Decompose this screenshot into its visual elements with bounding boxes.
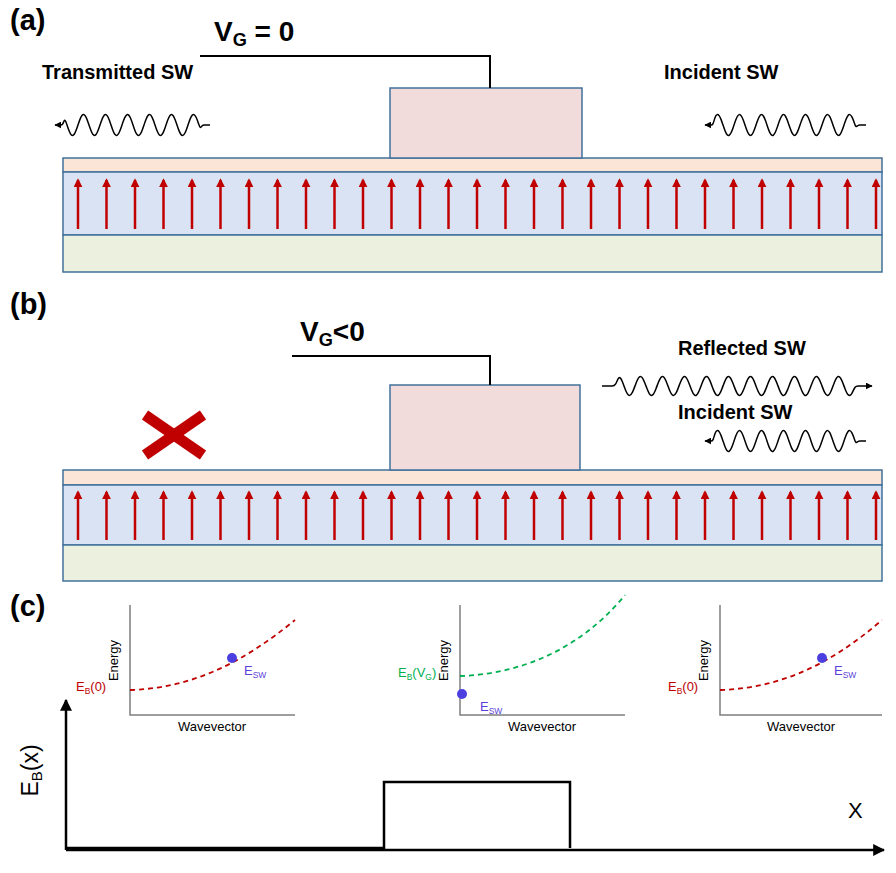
panel-label: (c) [10, 592, 45, 621]
spin-arrow [504, 180, 507, 229]
axis-label: Energy [437, 639, 450, 680]
gate-device-b [63, 356, 882, 581]
spin-arrow [362, 180, 365, 229]
gate-device-a [63, 56, 882, 272]
spin-arrow [761, 492, 764, 540]
spin-arrow [875, 180, 878, 229]
wave-label: Incident SW [664, 62, 778, 82]
spin-arrow [162, 180, 165, 229]
spin-arrow [419, 492, 422, 540]
band-edge-label: EB(0) [76, 680, 106, 693]
spin-arrow [476, 492, 479, 540]
spin-arrow [846, 180, 849, 229]
spin-arrow [732, 180, 735, 229]
spin-arrow [789, 180, 792, 229]
dispersion-plots [130, 595, 882, 715]
spin-wave-arrow [705, 431, 866, 452]
spin-arrow [305, 180, 308, 229]
spin-arrow [105, 180, 108, 229]
spin-arrow [675, 492, 678, 540]
spin-arrow [732, 492, 735, 540]
spin-arrow [590, 180, 593, 229]
spin-arrow [77, 180, 80, 229]
barrier-profile [66, 700, 884, 850]
spin-arrow [818, 180, 821, 229]
spin-arrow [305, 492, 308, 540]
spin-arrow [134, 492, 137, 540]
spin-wave-energy: ESW [834, 664, 856, 677]
band-edge-label: EB(0) [668, 680, 698, 693]
spin-arrow [390, 180, 393, 229]
spin-arrow [447, 180, 450, 229]
spin-arrow [276, 180, 279, 229]
spin-wave-arrow [705, 115, 866, 136]
spin-arrow [533, 180, 536, 229]
spin-arrow [561, 180, 564, 229]
spin-arrow [77, 492, 80, 540]
spin-arrow [590, 492, 593, 540]
gate-voltage: VG = 0 [214, 18, 294, 46]
spin-arrow [618, 492, 621, 540]
spin-arrow [276, 492, 279, 540]
spin-arrow [647, 180, 650, 229]
spin-arrow [248, 180, 251, 229]
spin-arrow [618, 180, 621, 229]
spin-arrow [191, 492, 194, 540]
axis-label: X [848, 800, 863, 822]
spin-arrow [675, 180, 678, 229]
spin-wave-energy: ESW [480, 700, 502, 713]
band-edge-label: EB(VG) [398, 666, 436, 679]
spin-wave-arrow [55, 115, 210, 136]
spin-wave-arrow [602, 377, 872, 396]
spin-arrow [191, 180, 194, 229]
spin-arrow [818, 492, 821, 540]
wave-label: Incident SW [678, 402, 792, 422]
panel-label: (b) [10, 290, 47, 319]
axis-label: Energy [697, 639, 710, 680]
gate-voltage: VG<0 [300, 318, 365, 346]
wave-label: Transmitted SW [42, 62, 193, 82]
wave-label: Reflected SW [678, 338, 806, 358]
spin-arrow [134, 180, 137, 229]
spin-arrow [105, 492, 108, 540]
spin-wave-energy: ESW [244, 664, 266, 677]
spin-arrow [704, 180, 707, 229]
spin-arrow [447, 492, 450, 540]
spin-arrow [504, 492, 507, 540]
spin-arrow [476, 180, 479, 229]
spin-arrow [333, 492, 336, 540]
axis-label: Wavevector [508, 720, 576, 733]
axis-label: Wavevector [178, 720, 246, 733]
spin-arrow [419, 180, 422, 229]
spin-arrow [219, 180, 222, 229]
spin-arrow [846, 492, 849, 540]
spin-arrow [875, 492, 878, 540]
spin-arrow [789, 492, 792, 540]
spin-arrow [561, 492, 564, 540]
spin-arrow [333, 180, 336, 229]
spin-arrow [162, 492, 165, 540]
spin-arrow [390, 492, 393, 540]
spin-arrow [704, 492, 707, 540]
axis-label: Wavevector [767, 720, 835, 733]
spin-arrow [248, 492, 251, 540]
spin-arrow [647, 492, 650, 540]
spin-arrow [219, 492, 222, 540]
panel-label: (a) [10, 6, 45, 35]
axis-label: Energy [107, 639, 120, 680]
spin-arrow [533, 492, 536, 540]
axis-label: EB(x) [18, 744, 41, 796]
spin-arrow [761, 180, 764, 229]
spin-arrow [362, 492, 365, 540]
